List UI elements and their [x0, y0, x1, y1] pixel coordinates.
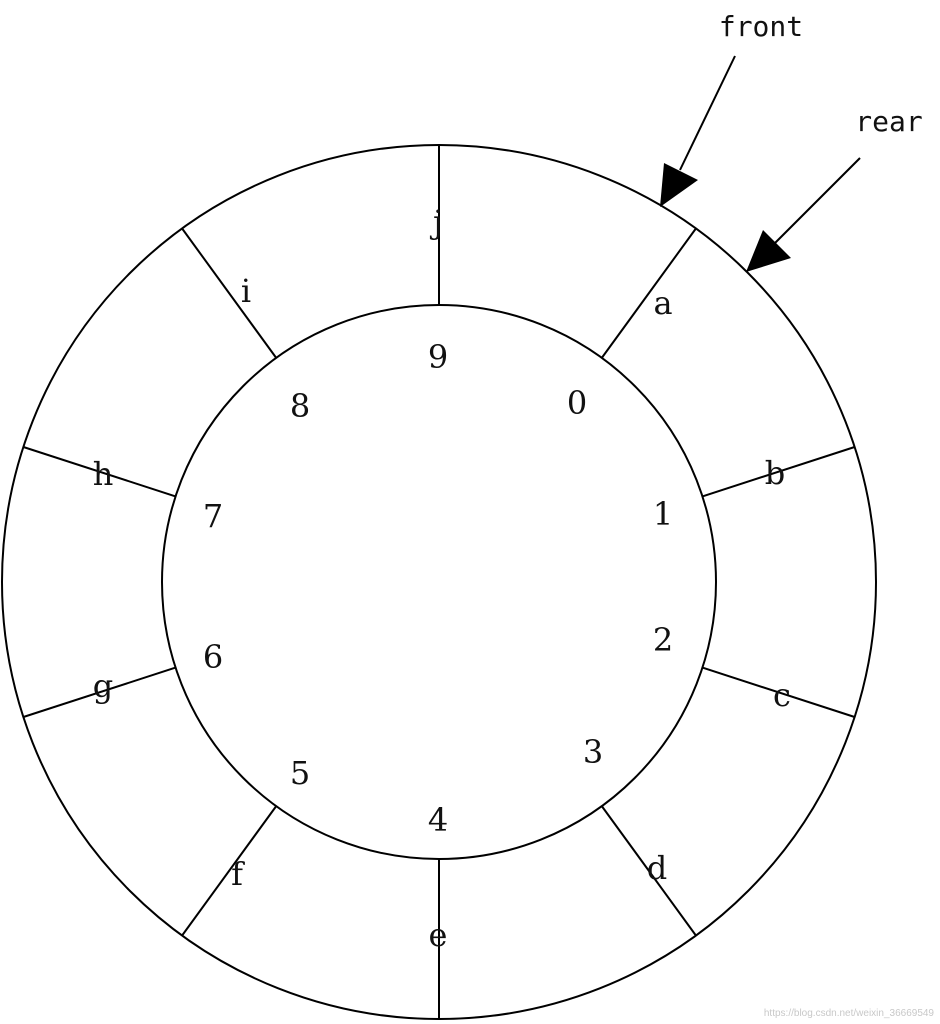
slot-index-1: 1	[653, 495, 673, 533]
slot-value-4: e	[429, 916, 448, 954]
slot-index-0: 0	[567, 384, 587, 422]
watermark-text: https://blog.csdn.net/weixin_36669549	[764, 1008, 935, 1019]
slot-divider	[181, 227, 278, 359]
slot-index-8: 8	[290, 387, 310, 425]
slot-value-3: d	[647, 849, 667, 887]
slot-value-0: a	[653, 284, 672, 322]
slot-value-2: c	[773, 676, 791, 714]
front-pointer: front	[660, 10, 803, 207]
slot-divider	[23, 446, 176, 498]
slot-index-3: 3	[583, 733, 603, 771]
slot-indices: 0 1 2 3 4 5 6 7 8 9	[203, 338, 673, 839]
slot-index-7: 7	[203, 497, 223, 535]
slot-dividers	[23, 145, 855, 1019]
inner-ring	[161, 304, 717, 860]
front-label: front	[719, 10, 803, 43]
slot-value-5: f	[231, 855, 245, 893]
slot-value-7: h	[93, 455, 114, 493]
rear-arrow-shaft	[774, 157, 861, 244]
front-arrow-shaft	[679, 55, 736, 171]
slot-index-2: 2	[653, 621, 673, 659]
slot-divider	[600, 227, 697, 359]
slot-value-1: b	[765, 454, 785, 492]
slot-divider	[702, 446, 855, 498]
slot-value-9: j	[429, 203, 443, 241]
slot-value-8: i	[241, 272, 251, 310]
slot-divider	[181, 805, 278, 937]
slot-index-4: 4	[428, 801, 448, 839]
slot-divider	[600, 805, 697, 937]
slot-divider	[23, 666, 176, 718]
slot-index-5: 5	[290, 754, 310, 792]
slot-value-6: g	[93, 667, 113, 705]
rear-pointer: rear	[746, 105, 923, 272]
rear-arrowhead-icon	[746, 230, 791, 272]
rear-label: rear	[855, 105, 922, 138]
slot-index-6: 6	[203, 638, 223, 676]
slot-index-9: 9	[428, 338, 448, 376]
front-arrowhead-icon	[660, 163, 698, 207]
slot-values: a b c d e f g h i j	[93, 203, 791, 954]
slot-divider	[702, 666, 855, 718]
